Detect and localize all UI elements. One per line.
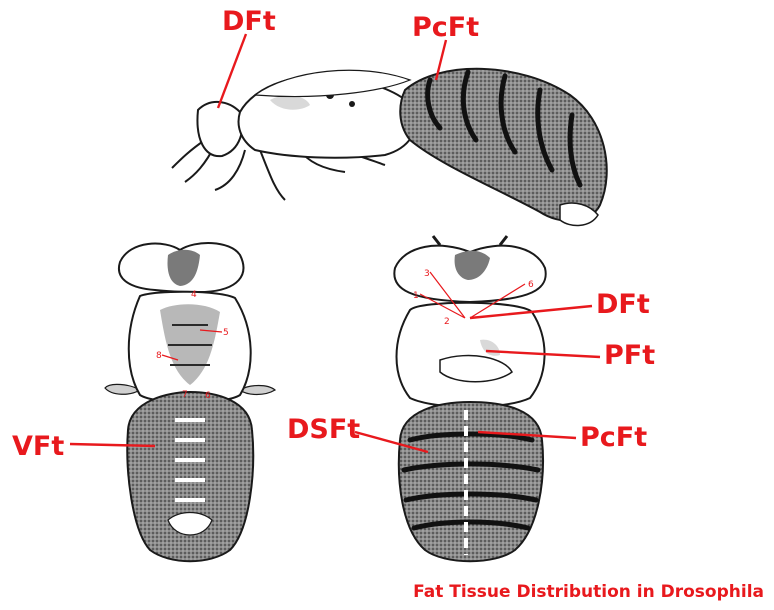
marker-3: 3 — [424, 269, 430, 279]
label-top-dft: DFt — [222, 6, 276, 37]
ventral-fly-illustration: 4 5 8 6 7 — [105, 243, 275, 561]
label-vft: VFt — [12, 431, 64, 462]
marker-5: 5 — [223, 328, 229, 338]
dorsal-fly-illustration: 3 1 2 6 — [394, 236, 545, 561]
label-right-dft: DFt — [596, 289, 650, 320]
marker-6: 6 — [528, 280, 534, 290]
label-right-pft: PFt — [604, 340, 655, 371]
marker-8: 8 — [156, 351, 162, 361]
marker-1: 1 — [413, 291, 419, 301]
figure-caption: Fat Tissue Distribution in Drosophila — [413, 582, 764, 602]
leader-top-dft — [218, 34, 246, 108]
label-dsft: DSFt — [287, 414, 360, 445]
label-top-pcft: PcFt — [412, 12, 479, 43]
marker-2: 2 — [444, 317, 450, 327]
marker-7: 7 — [182, 390, 188, 400]
marker-6: 6 — [205, 391, 211, 401]
label-right-pcft: PcFt — [580, 422, 647, 453]
marker-4: 4 — [191, 290, 197, 300]
lateral-fly-illustration — [172, 69, 607, 226]
